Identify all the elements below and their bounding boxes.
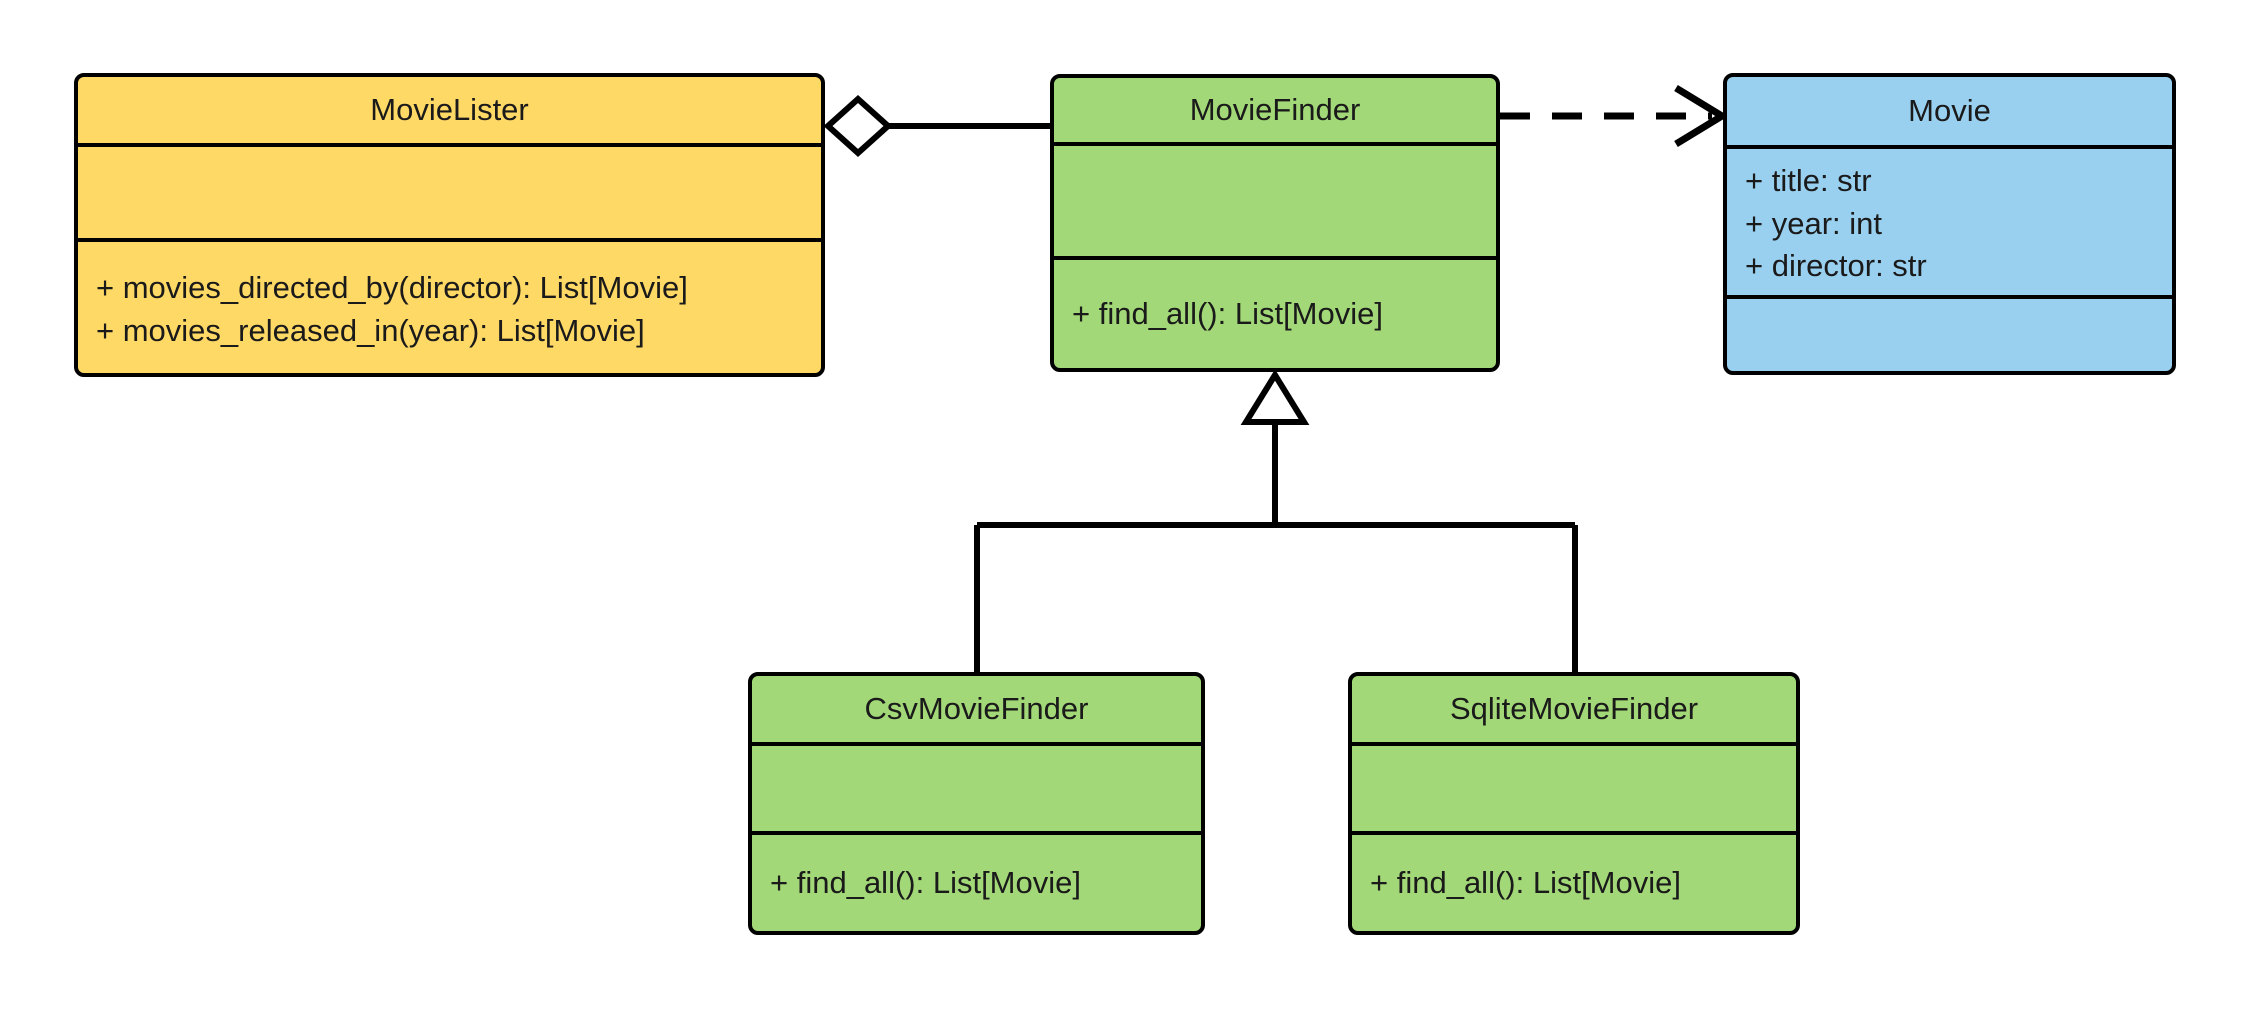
movie-finder-methods-compartment: + find_all(): List[Movie] — [1054, 256, 1496, 368]
movie-finder-attributes-compartment — [1054, 142, 1496, 256]
attribute-line: + director: str — [1745, 248, 1927, 284]
class-name-csv-movie-finder: CsvMovieFinder — [864, 691, 1089, 727]
class-name-movie-lister: MovieLister — [370, 92, 529, 128]
dependency-finder-movie — [1500, 85, 1729, 147]
method-line: + find_all(): List[Movie] — [1370, 864, 1681, 900]
class-box-movie-finder[interactable]: MovieFinder + find_all(): List[Movie] — [1050, 74, 1500, 372]
csv-movie-finder-title-compartment: CsvMovieFinder — [752, 676, 1201, 742]
method-line: + movies_released_in(year): List[Movie] — [96, 312, 645, 348]
movie-finder-title-compartment: MovieFinder — [1054, 78, 1496, 142]
class-box-sqlite-movie-finder[interactable]: SqliteMovieFinder + find_all(): List[Mov… — [1348, 672, 1800, 935]
class-box-csv-movie-finder[interactable]: CsvMovieFinder + find_all(): List[Movie] — [748, 672, 1205, 935]
open-arrow-marker — [1674, 85, 1729, 147]
aggregation-lister-finder — [823, 94, 1050, 158]
movie-lister-title-compartment: MovieLister — [78, 77, 821, 143]
attribute-line: + title: str — [1745, 162, 1872, 198]
sqlite-movie-finder-title-compartment: SqliteMovieFinder — [1352, 676, 1796, 742]
method-line: + find_all(): List[Movie] — [1072, 295, 1383, 331]
movie-attributes-compartment: + title: str + year: int + director: str — [1727, 145, 2172, 295]
class-box-movie[interactable]: Movie + title: str + year: int + directo… — [1723, 73, 2176, 375]
movie-methods-compartment — [1727, 295, 2172, 371]
class-name-movie-finder: MovieFinder — [1189, 92, 1361, 128]
generalization-tree — [974, 369, 1578, 676]
attribute-line: + year: int — [1745, 205, 1882, 241]
csv-movie-finder-methods-compartment: + find_all(): List[Movie] — [752, 831, 1201, 931]
csv-movie-finder-attributes-compartment — [752, 742, 1201, 831]
class-box-movie-lister[interactable]: MovieLister + movies_directed_by(directo… — [74, 73, 825, 377]
hollow-triangle-marker — [1240, 369, 1310, 425]
sqlite-movie-finder-attributes-compartment — [1352, 742, 1796, 831]
class-name-movie: Movie — [1908, 93, 1991, 129]
movie-lister-attributes-compartment — [78, 143, 821, 238]
movie-title-compartment: Movie — [1727, 77, 2172, 145]
sqlite-movie-finder-methods-compartment: + find_all(): List[Movie] — [1352, 831, 1796, 931]
class-name-sqlite-movie-finder: SqliteMovieFinder — [1449, 691, 1699, 727]
hollow-diamond-marker — [823, 94, 893, 158]
method-line: + movies_directed_by(director): List[Mov… — [96, 269, 688, 305]
movie-lister-methods-compartment: + movies_directed_by(director): List[Mov… — [78, 238, 821, 373]
method-line: + find_all(): List[Movie] — [770, 864, 1081, 900]
